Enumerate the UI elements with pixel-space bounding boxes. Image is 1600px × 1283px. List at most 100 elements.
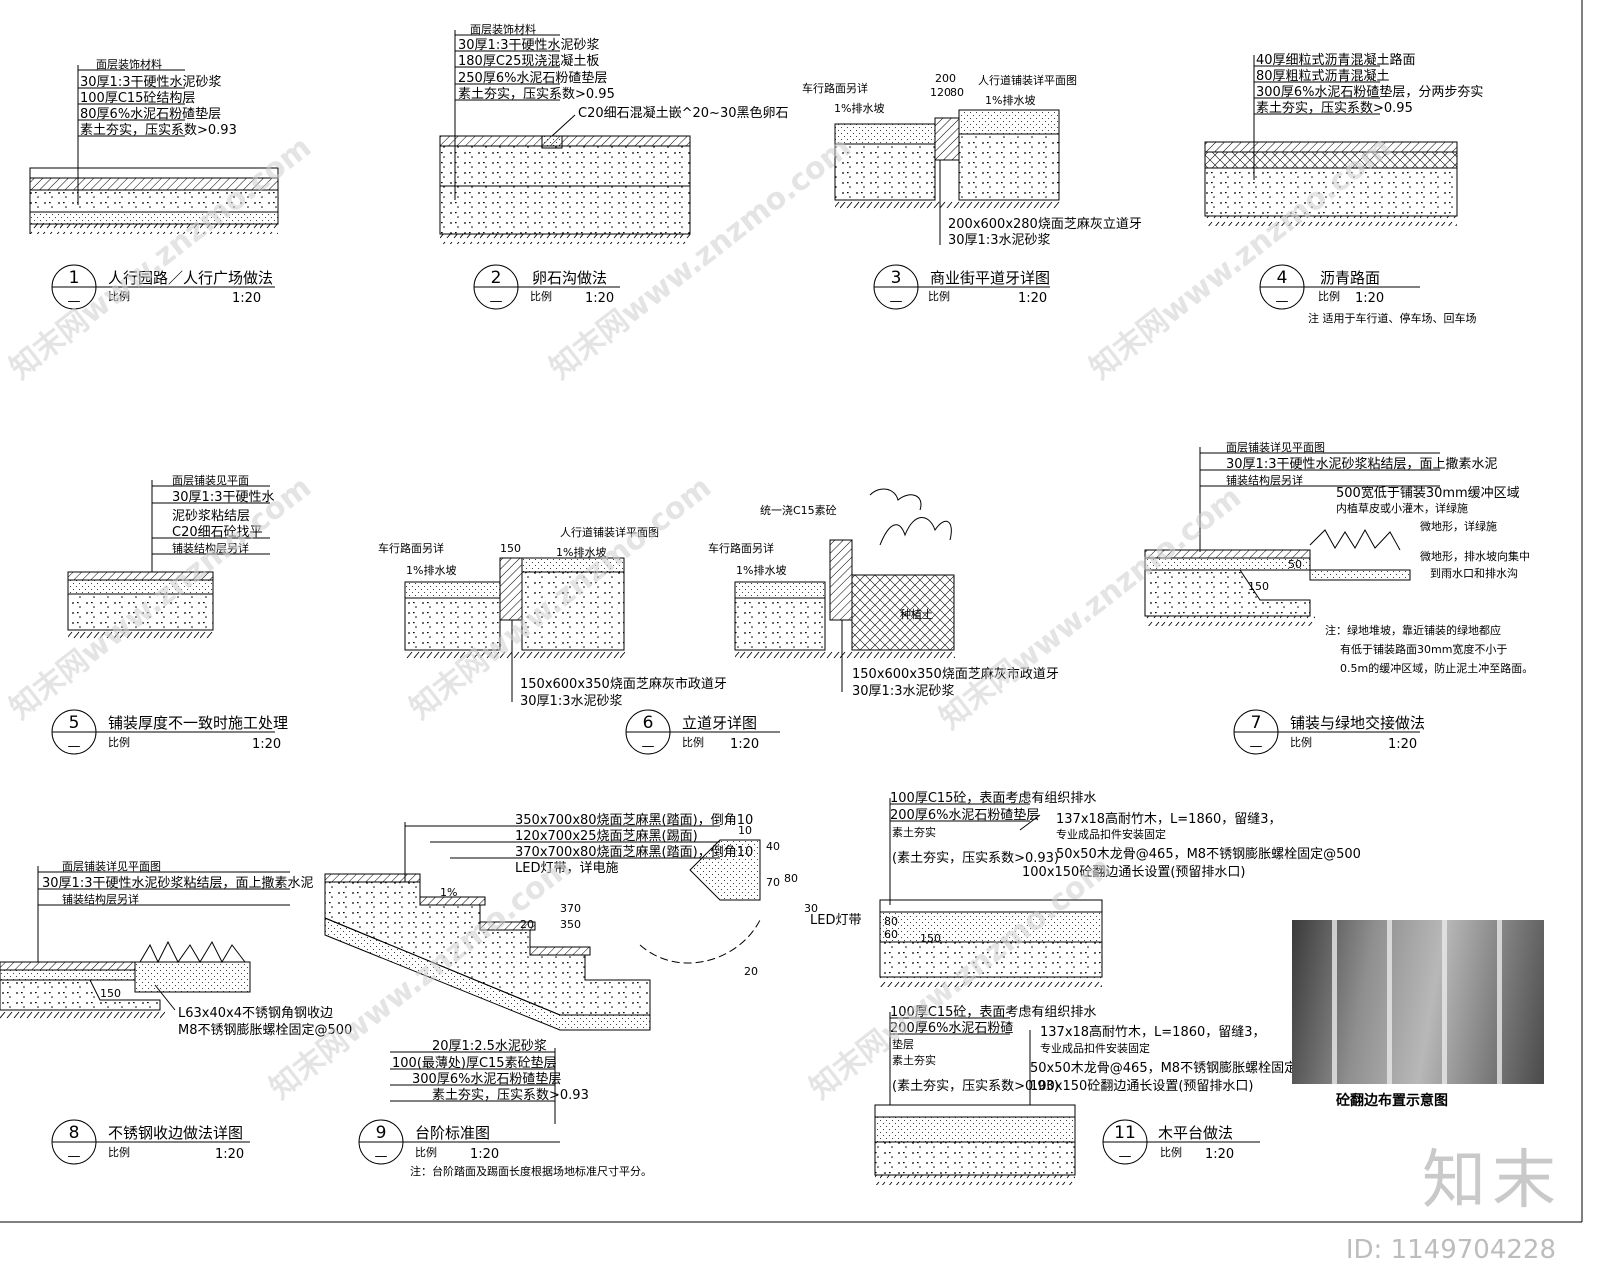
layer-label: 80厚粗粒式沥青混凝土 — [1256, 68, 1390, 84]
scale-label: 比例 — [1318, 289, 1340, 303]
layer-label: 200厚6%水泥石粉碴 — [890, 1021, 1013, 1036]
layer-label: 20厚1:2.5水泥砂浆 — [432, 1039, 547, 1054]
detail-title: 6 立道牙详图 比例 1:20 — — [625, 709, 780, 755]
label: 1%排水坡 — [406, 563, 456, 577]
layer-label: 80厚6%水泥石粉碴垫层 — [80, 106, 221, 122]
label: 微地形，详绿施 — [1420, 519, 1497, 533]
label: 1%排水坡 — [834, 101, 884, 115]
svg-text:—: — — [642, 739, 655, 754]
scale-label: 比例 — [108, 1145, 130, 1159]
dimension: 50 — [1288, 558, 1302, 571]
layer-label: 200厚6%水泥石粉碴垫层 — [890, 807, 1039, 823]
detail-number: 4 — [1277, 268, 1288, 288]
detail-title-text: 人行园路／人行广场做法 — [108, 269, 273, 287]
label: 微地形，排水坡向集中 — [1420, 549, 1530, 563]
detail-title-text: 立道牙详图 — [682, 714, 757, 732]
layer-label: 素土夯实，压实系数>0.95 — [1256, 101, 1413, 116]
detail-4-layers: 40厚细粒式沥青混凝土路面 80厚粗粒式沥青混凝土 300厚6%水泥石粉碴垫层，… — [1254, 52, 1483, 116]
note: 有低于铺装路面30mm宽度不小于 — [1340, 642, 1507, 656]
scale-value: 1:20 — [1018, 291, 1047, 306]
label: 30厚1:3水泥砂浆 — [948, 233, 1050, 248]
label: LED灯带 — [810, 913, 861, 928]
layer-label: 30厚1:3干硬性水泥砂浆粘结层，面上撒素水泥 — [1226, 456, 1497, 472]
label: 专业成品扣件安装固定 — [1040, 1041, 1150, 1055]
image-id: ID: 1149704228 — [1345, 1235, 1556, 1265]
dimension: 150 — [500, 542, 521, 555]
label: 150x600x350烧面芝麻灰市政道牙 — [852, 666, 1059, 682]
scale-label: 比例 — [1290, 735, 1312, 749]
dimension: 150 — [920, 932, 941, 945]
label: 100x150砼翻边通长设置(预留排水口) — [1030, 1079, 1253, 1094]
label: 30厚1:3水泥砂浆 — [852, 684, 954, 699]
layer-label: 30厚1:3干硬性水泥砂浆粘结层，面上撒素水泥 — [42, 875, 313, 891]
detail-title: 2 卵石沟做法 比例 1:20 — — [473, 264, 620, 310]
svg-text:—: — — [1119, 1149, 1132, 1164]
scale-label: 比例 — [928, 289, 950, 303]
layer-label: 面层装饰材料 — [470, 22, 536, 36]
detail-title: 7 铺装与绿地交接做法 比例 1:20 — — [1233, 709, 1425, 755]
detail-title-text: 沥青路面 — [1320, 269, 1380, 287]
detail-title: 11 木平台做法 比例 1:20 — — [1102, 1119, 1260, 1165]
scale-value: 1:20 — [1355, 291, 1384, 306]
label: 30厚1:3水泥砂浆 — [520, 694, 622, 709]
detail-title: 4 沥青路面 比例 1:20 — 注 适用于车行道、停车场、回车场 — [1259, 264, 1477, 325]
detail-title-text: 不锈钢收边做法详图 — [108, 1124, 243, 1142]
scale-label: 比例 — [108, 289, 130, 303]
scale-value: 1:20 — [470, 1147, 499, 1162]
dimension: 70 — [766, 876, 780, 889]
layer-label: C20细石砼找平 — [172, 525, 263, 540]
svg-text:—: — — [375, 1149, 388, 1164]
svg-text:—: — — [1276, 294, 1289, 309]
scale-value: 1:20 — [730, 737, 759, 752]
dimension: 20 — [520, 918, 534, 931]
label: 统一浇C15素砼 — [760, 504, 837, 517]
note: 0.5m的缓冲区域，防止泥土冲至路面。 — [1340, 661, 1533, 675]
label: 137x18高耐竹木，L=1860，留缝3， — [1040, 1024, 1266, 1040]
label: M8不锈钢膨胀螺栓固定@500 — [178, 1023, 352, 1038]
label: 种植土 — [900, 607, 933, 621]
reference-photo — [1292, 920, 1544, 1084]
detail-number: 11 — [1114, 1123, 1136, 1143]
detail-number: 3 — [891, 268, 902, 288]
detail-title: 5 铺装厚度不一致时施工处理 比例 1:20 — — [51, 709, 288, 755]
svg-text:—: — — [490, 294, 503, 309]
dimension: 80 — [784, 872, 798, 885]
photo-caption: 砼翻边布置示意图 — [1336, 1093, 1448, 1109]
label: 50x50木龙骨@465，M8不锈钢膨胀螺栓固定@500 — [1056, 847, 1361, 862]
label: 专业成品扣件安装固定 — [1056, 827, 1166, 841]
detail-title: 3 商业街平道牙详图 比例 1:20 — — [873, 264, 1050, 310]
label: 1%排水坡 — [556, 545, 606, 559]
scale-value: 1:20 — [1205, 1147, 1234, 1162]
scale-value: 1:20 — [1388, 737, 1417, 752]
layer-label: 100厚C15砼，表面考虑有组织排水 — [890, 791, 1096, 806]
layer-label: 素土夯实，压实系数>0.95 — [458, 87, 615, 102]
svg-text:—: — — [68, 739, 81, 754]
note: 注：台阶踏面及踢面长度根据场地标准尺寸平分。 — [410, 1164, 652, 1178]
detail-1-layers: 面层装饰材料 30厚1:3干硬性水泥砂浆 100厚C15砼结构层 80厚6%水泥… — [78, 57, 237, 138]
label: 370x700x80烧面芝麻黑(踏面)，倒角10 — [515, 844, 753, 860]
label: L63x40x4不锈钢角钢收边 — [178, 1006, 333, 1021]
label: 车行路面另详 — [378, 541, 444, 555]
label: 50x50木龙骨@465，M8不锈钢膨胀螺栓固定@500 — [1030, 1061, 1335, 1076]
layer-label: 面层装饰材料 — [96, 57, 162, 71]
layer-label: 250厚6%水泥石粉碴垫层 — [458, 70, 607, 86]
layer-label: 面层铺装详见平面图 — [1226, 440, 1325, 454]
layer-label: 面层铺装见平面 — [172, 474, 249, 487]
detail-7: 面层铺装详见平面图 30厚1:3干硬性水泥砂浆粘结层，面上撒素水泥 铺装结构层另… — [1144, 440, 1533, 755]
svg-text:—: — — [1250, 739, 1263, 754]
layer-label: 铺装结构层另详 — [172, 541, 249, 555]
dimension: 80 — [950, 86, 964, 99]
dimension: 60 — [884, 928, 898, 941]
scale-label: 比例 — [682, 735, 704, 749]
detail-3: 车行路面另详 1%排水坡 人行道铺装详平面图 1%排水坡 200 120 80 … — [802, 72, 1142, 310]
layer-label: 30厚1:3干硬性水泥砂浆 — [80, 75, 221, 90]
layer-label: 40厚细粒式沥青混凝土路面 — [1256, 52, 1416, 68]
detail-title: 8 不锈钢收边做法详图 比例 1:20 — — [51, 1119, 250, 1165]
label: 车行路面另详 — [802, 81, 868, 95]
dimension: 40 — [766, 840, 780, 853]
detail-title-text: 卵石沟做法 — [532, 269, 607, 287]
scale-label: 比例 — [1160, 1145, 1182, 1159]
detail-11: 100厚C15砼，表面考虑有组织排水 200厚6%水泥石粉碴垫层 素土夯实 (素… — [874, 791, 1361, 1185]
label: 200x600x280烧面芝麻灰立道牙 — [948, 216, 1142, 232]
